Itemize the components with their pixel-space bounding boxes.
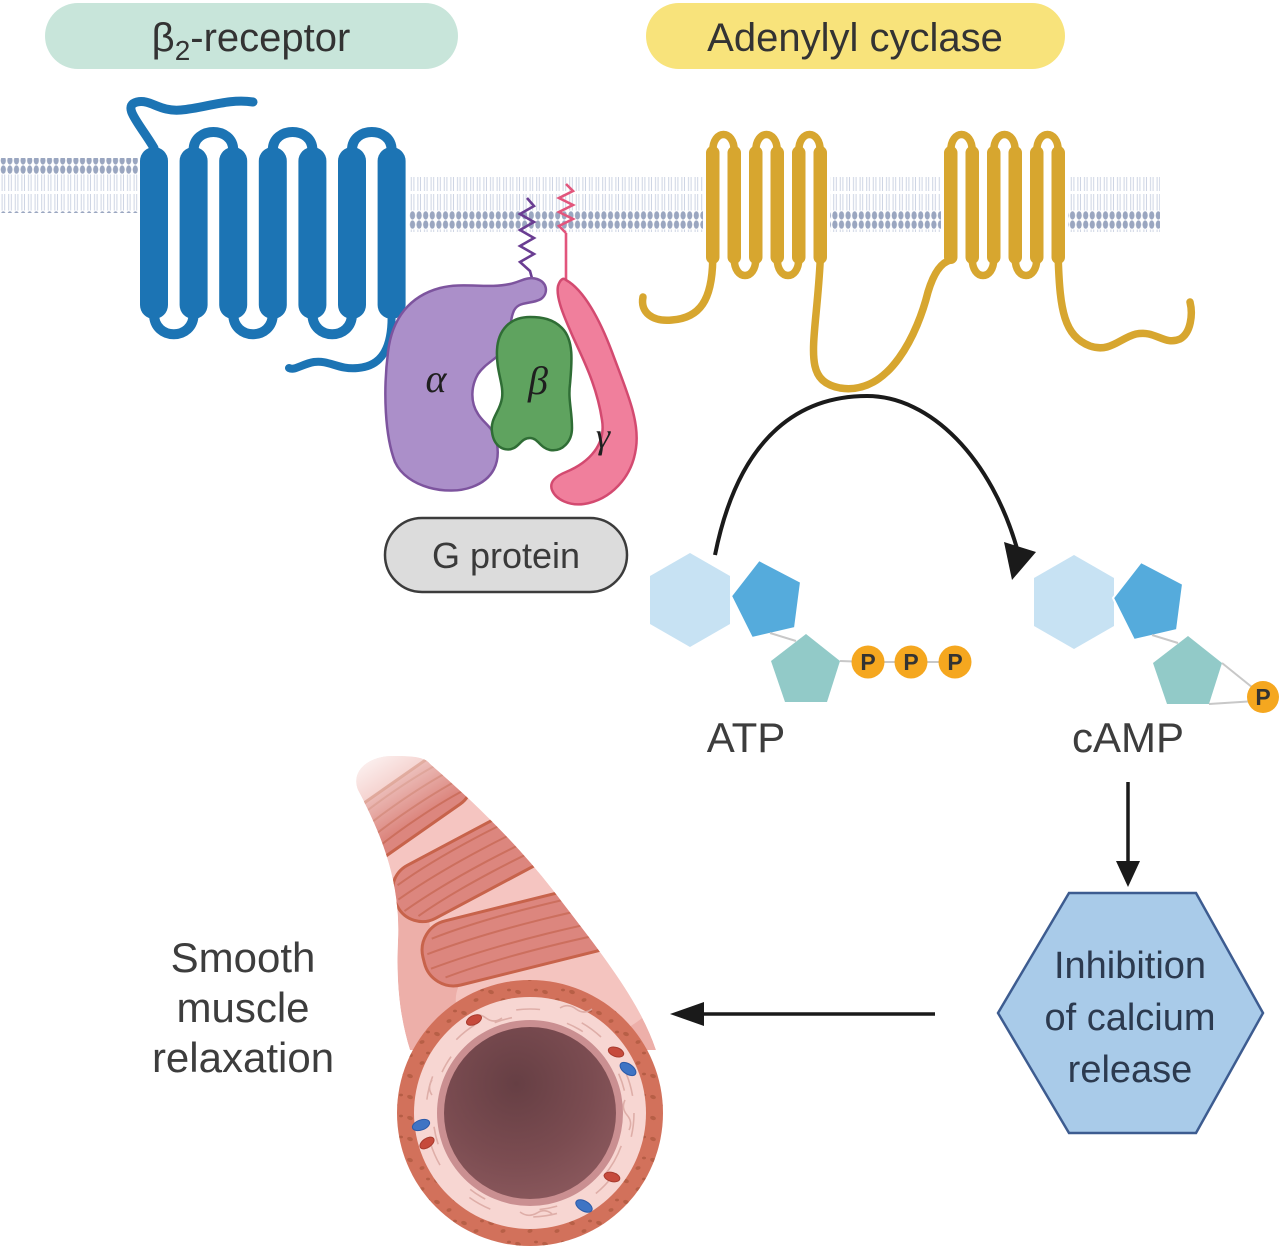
beta-label: β [527,358,548,403]
inhibition-line3: release [1068,1049,1193,1091]
atp-label: ATP [707,714,786,761]
receptor-n-terminus [126,96,258,153]
atp-molecule: P P P ATP [650,553,972,761]
cyclase-n-tail [638,256,717,324]
phosphate-p: P [947,649,962,675]
atp-adenine-pentagon [729,558,803,640]
beta2-receptor-protein [126,96,406,373]
smooth-muscle-label: Smooth muscle relaxation [152,934,334,1081]
camp-molecule: P cAMP [1034,555,1279,761]
phosphate-p: P [860,649,875,675]
smooth-line3: relaxation [152,1034,334,1081]
receptor-loops [126,96,397,373]
membrane-segment-right [1068,177,1160,232]
down-arrowhead [1116,861,1140,887]
receptor-pill-label: β2-receptor [45,3,458,69]
camp-label: cAMP [1072,714,1184,761]
g-beta-subunit [490,315,574,452]
atp-phosphate-chain: P P P [839,645,972,679]
blood-vessel-illustration [356,756,663,1246]
left-arrowhead [670,1002,704,1026]
g-protein-pill-label: G protein [383,516,629,594]
camp-adenine-pentagon [1111,560,1185,642]
smooth-line2: muscle [176,984,309,1031]
cyclase-c-tail [1054,256,1195,352]
camp-adenine-hexagon [1034,555,1114,649]
g-protein-complex: α β γ [384,276,638,506]
cyclase-loops [638,130,1195,393]
g-protein-pill-text: G protein [432,535,580,576]
lipid-anchor-alpha [517,197,537,283]
adenylyl-pill-text: Adenylyl cyclase [707,16,1003,60]
alpha-label: α [426,356,448,401]
cyclase-cytoplasmic-loop [809,256,955,393]
blood-cells [411,1014,637,1213]
camp-down-arrow [1116,782,1140,887]
receptor-c-terminus [285,313,396,373]
camp-cyclic-phosphate: P [1208,662,1279,713]
camp-ribose-pentagon [1153,636,1222,704]
cyclase-helices [706,146,1065,264]
phosphate-circle [894,645,928,679]
vessel-tip-fade [356,756,480,860]
vessel-cross-section [397,980,663,1246]
phosphate-circle [938,645,972,679]
atp-adenine-hexagon [650,553,730,647]
adenylyl-cyclase-protein [638,130,1195,393]
g-gamma-subunit [550,277,638,506]
inhibition-line2: of calcium [1044,997,1215,1039]
inhibition-hexagon: Inhibition of calcium release [996,891,1265,1135]
membrane-segment-mid [409,177,703,232]
membrane-segment-left [0,158,138,213]
adenylyl-pill-label: Adenylyl cyclase [646,3,1065,69]
intima-wavy-lines [425,1004,635,1218]
relaxation-arrow [670,1002,935,1026]
conversion-arrow [713,393,1036,580]
inhibition-line1: Inhibition [1054,945,1206,987]
gamma-label: γ [596,416,611,456]
phosphate-p: P [1255,684,1270,710]
lipid-anchor-gamma [556,183,576,281]
receptor-helices [140,147,406,319]
smooth-line1: Smooth [171,934,316,981]
conversion-arrowhead [1004,542,1036,580]
phosphate-p: P [903,649,918,675]
plasma-membrane [0,158,1160,232]
receptor-pill-text: β2-receptor [152,16,351,66]
vessel-lumen [444,1027,616,1199]
phosphate-circle [1247,681,1279,713]
phosphate-circle [851,645,885,679]
atp-ribose-pentagon [771,634,840,702]
membrane-segment-between-clusters [830,177,941,232]
